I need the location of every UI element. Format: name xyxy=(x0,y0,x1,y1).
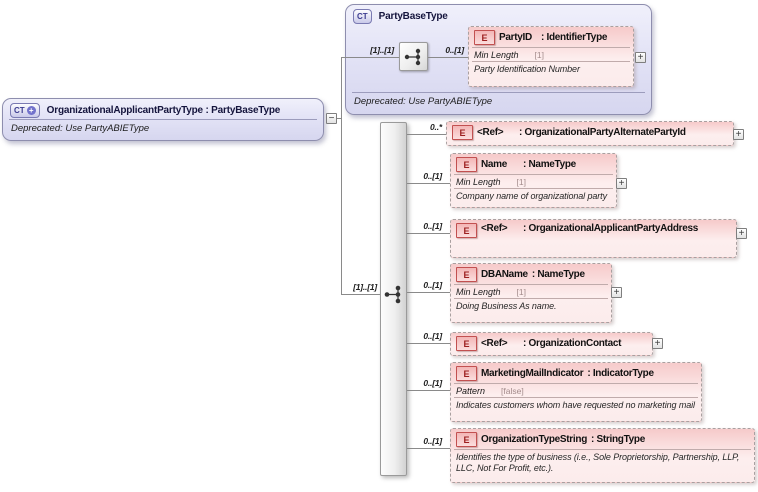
connector-line xyxy=(407,390,450,391)
connector-line xyxy=(342,294,380,295)
cardinality-label: 0..[1] xyxy=(445,45,464,55)
divider xyxy=(454,284,608,285)
element-icon: E xyxy=(456,336,477,351)
base-type-title: PartyBaseType xyxy=(378,11,448,22)
facet-value: [1] xyxy=(516,177,526,187)
divider xyxy=(472,47,630,48)
connector-line xyxy=(407,183,450,184)
facet-value: [1] xyxy=(516,287,526,297)
element-icon: E xyxy=(456,267,477,282)
element-description: Company name of organizational party xyxy=(456,191,607,201)
connector-line xyxy=(407,448,450,449)
element-box-organization-type-string[interactable]: E OrganizationTypeString : StringType Id… xyxy=(450,428,755,483)
divider xyxy=(454,298,608,299)
element-box-dbaname[interactable]: E DBAName : NameType Min Length [1] Doin… xyxy=(450,263,612,323)
element-description: Indicates customers whom have requested … xyxy=(456,400,695,410)
connector-line xyxy=(407,343,450,344)
element-type: : IdentifierType xyxy=(541,32,608,43)
divider xyxy=(454,397,698,398)
element-icon: E xyxy=(456,223,477,238)
sequence-glyph xyxy=(404,48,420,65)
element-name: PartyID xyxy=(499,32,532,43)
expand-button[interactable]: + xyxy=(616,178,627,189)
element-box-name[interactable]: E Name : NameType Min Length [1] Company… xyxy=(450,153,617,208)
element-name: MarketingMailIndicator xyxy=(481,368,584,379)
connector-line xyxy=(341,57,342,295)
element-type: : NameType xyxy=(531,269,585,280)
element-name: <Ref> xyxy=(481,338,508,349)
deprecated-note: Deprecated: Use PartyABIEType xyxy=(11,123,150,134)
element-type: : OrganizationContact xyxy=(523,338,622,349)
cardinality-label: 0..* xyxy=(430,122,442,132)
cardinality-label: 0..[1] xyxy=(423,436,442,446)
sequence-bar xyxy=(380,122,407,476)
expand-button[interactable]: + xyxy=(635,52,646,63)
complextype-icon-label: CT xyxy=(14,106,25,115)
element-box-partyid[interactable]: E PartyID : IdentifierType Min Length [1… xyxy=(468,26,634,87)
expand-button[interactable]: + xyxy=(733,129,744,140)
element-type: : NameType xyxy=(523,159,576,170)
divider xyxy=(454,188,613,189)
sequence-icon[interactable] xyxy=(399,42,428,71)
connector-line xyxy=(342,57,399,58)
divider xyxy=(454,174,613,175)
facet-name: Min Length xyxy=(474,50,519,60)
facet-value: [false] xyxy=(501,386,524,396)
derived-plus-badge: + xyxy=(26,106,36,115)
element-icon: E xyxy=(456,432,477,447)
divider xyxy=(472,61,630,62)
element-description: Party Identification Number xyxy=(474,64,580,74)
element-type: : StringType xyxy=(591,434,645,445)
facet-name: Pattern xyxy=(456,386,486,396)
cardinality-label: 0..[1] xyxy=(423,171,442,181)
cardinality-label: 0..[1] xyxy=(423,280,442,290)
sequence-icon[interactable] xyxy=(382,285,406,304)
element-icon: E xyxy=(474,30,495,45)
element-name: OrganizationTypeString xyxy=(481,434,587,445)
cardinality-label: [1]..[1] xyxy=(353,282,377,292)
facet-name: Min Length xyxy=(456,177,501,187)
divider xyxy=(352,92,645,93)
connector-line xyxy=(428,57,468,58)
divider xyxy=(454,449,751,450)
connector-line xyxy=(407,134,446,135)
cardinality-label: 0..[1] xyxy=(423,331,442,341)
element-box-marketing-mail-indicator[interactable]: E MarketingMailIndicator : IndicatorType… xyxy=(450,362,702,422)
complextype-icon: CT + xyxy=(10,103,40,118)
element-icon: E xyxy=(456,366,477,381)
element-box-applicant-party-address[interactable]: E <Ref> : OrganizationalApplicantPartyAd… xyxy=(450,219,737,258)
expand-button[interactable]: + xyxy=(652,338,663,349)
element-name: DBAName xyxy=(481,269,528,280)
connector-line xyxy=(407,233,450,234)
element-box-alternate-party-id[interactable]: E <Ref> : OrganizationalPartyAlternatePa… xyxy=(446,121,734,146)
expand-button[interactable]: + xyxy=(736,228,747,239)
element-name: <Ref> xyxy=(481,223,508,234)
divider xyxy=(9,119,317,120)
cardinality-label: [1]..[1] xyxy=(370,45,394,55)
expand-button[interactable]: + xyxy=(611,287,622,298)
element-icon: E xyxy=(456,157,477,172)
collapse-button[interactable]: − xyxy=(326,113,337,124)
element-type: : OrganizationalApplicantPartyAddress xyxy=(523,223,699,234)
facet-name: Min Length xyxy=(456,287,501,297)
facet-value: [1] xyxy=(534,50,544,60)
root-type-title: OrganizationalApplicantPartyType : Party… xyxy=(46,105,281,116)
root-complextype-box[interactable]: CT + OrganizationalApplicantPartyType : … xyxy=(2,98,324,141)
element-type: : IndicatorType xyxy=(587,368,654,379)
element-name: Name xyxy=(481,159,508,170)
complextype-icon: CT xyxy=(353,9,372,24)
cardinality-label: 0..[1] xyxy=(423,378,442,388)
element-description: Identifies the type of business (i.e., S… xyxy=(456,452,740,473)
element-box-organization-contact[interactable]: E <Ref> : OrganizationContact xyxy=(450,332,653,356)
element-name: <Ref> xyxy=(477,127,504,138)
cardinality-label: 0..[1] xyxy=(423,221,442,231)
connector-line xyxy=(337,118,342,119)
complextype-icon-label: CT xyxy=(357,12,368,21)
connector-line xyxy=(407,292,450,293)
deprecated-note: Deprecated: Use PartyABIEType xyxy=(354,96,493,107)
divider xyxy=(454,383,698,384)
element-icon: E xyxy=(452,125,473,140)
element-description: Doing Business As name. xyxy=(456,301,557,311)
element-type: : OrganizationalPartyAlternatePartyId xyxy=(519,127,686,138)
